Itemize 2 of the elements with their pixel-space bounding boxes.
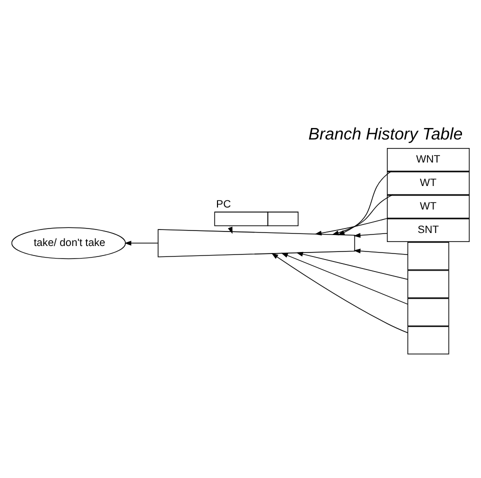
node-label: PC: [216, 198, 231, 211]
diagram-title: Branch History Table: [308, 124, 463, 144]
